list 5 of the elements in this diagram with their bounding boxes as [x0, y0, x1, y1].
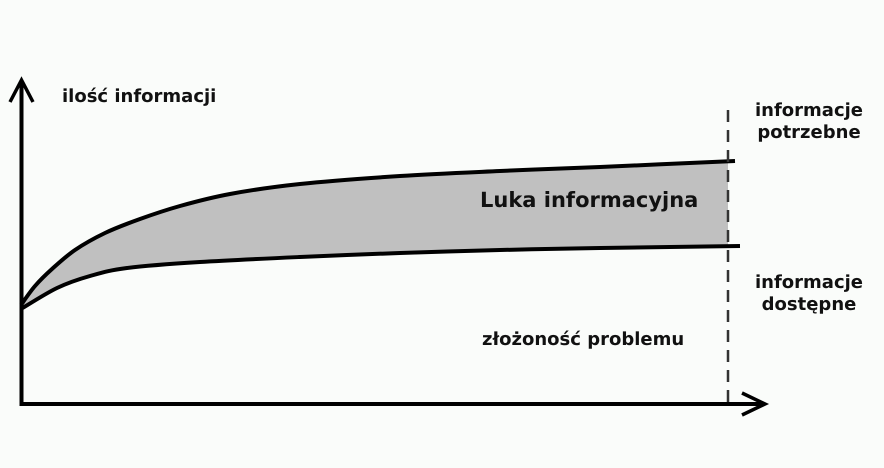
curve-label: informacje dostępne [754, 272, 864, 316]
axis-label: złożoność problemu [482, 329, 684, 351]
curve-label: informacje potrzebne [754, 100, 864, 144]
axis-label: ilość informacji [62, 86, 216, 108]
band-label: Luka informacyjna [480, 187, 698, 213]
